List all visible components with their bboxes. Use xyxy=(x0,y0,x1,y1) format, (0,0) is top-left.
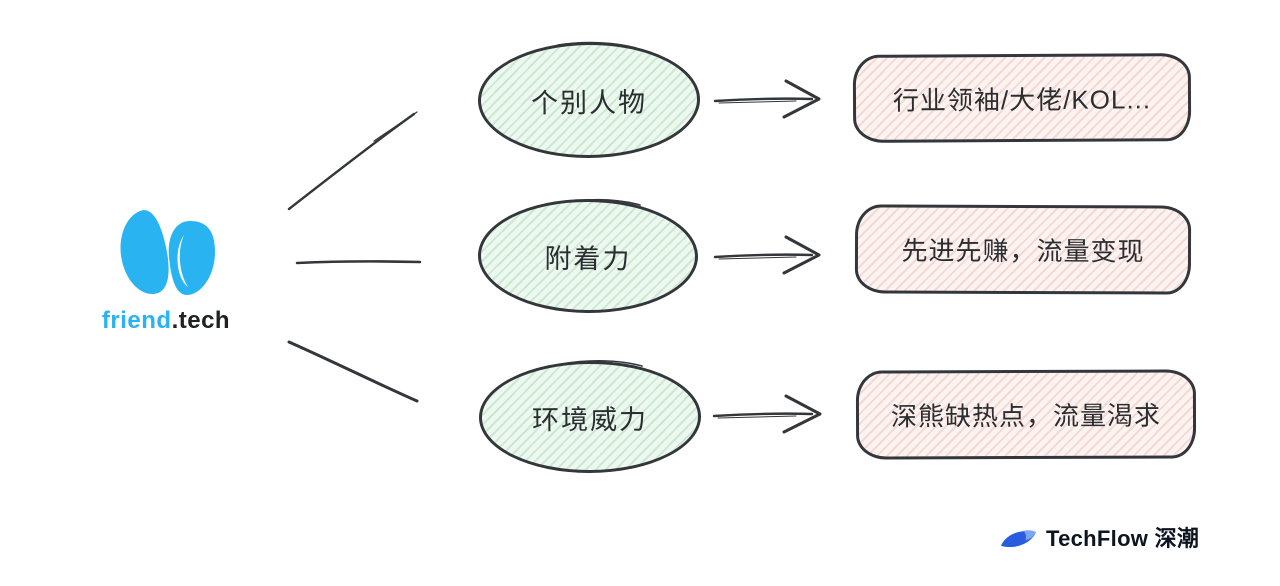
arrow-shaft-1-sketch xyxy=(718,100,797,104)
friendtech-wordmark: friend.tech xyxy=(100,307,232,335)
techflow-leaf-icon xyxy=(1000,530,1037,548)
outcome-label: 行业领袖/大佬/KOL... xyxy=(892,83,1152,116)
connector-line-middle xyxy=(295,260,422,265)
arrow-head-3 xyxy=(782,394,822,434)
arrow-head-2 xyxy=(782,235,821,275)
arrow-shaft-3 xyxy=(712,412,814,418)
node-ellipse-individuals: 个别人物 xyxy=(477,41,701,159)
outcome-label: 深熊缺热点，流量渴求 xyxy=(890,400,1162,432)
friendtech-wordmark-friend: friend xyxy=(101,307,172,334)
node-label: 环境威力 xyxy=(531,404,649,435)
techflow-logo: TechFlow 深潮 xyxy=(1000,521,1199,553)
connector-line-top xyxy=(287,112,416,211)
arrow-shaft-2-sketch xyxy=(718,256,797,260)
outcome-box-kol: 行业领袖/大佬/KOL... xyxy=(852,53,1192,143)
node-ellipse-environment: 环境威力 xyxy=(478,360,702,474)
node-label: 个别人物 xyxy=(530,87,648,118)
arrow-shaft-1 xyxy=(713,97,814,103)
arrow-shaft-3-sketch xyxy=(717,415,797,419)
friendtech-ears-icon xyxy=(120,210,215,295)
outcome-box-bear-market: 深熊缺热点，流量渴求 xyxy=(855,369,1197,460)
friendtech-wordmark-tech: .tech xyxy=(171,307,231,334)
node-label: 附着力 xyxy=(544,243,632,274)
outcome-label: 先进先赚，流量变现 xyxy=(901,235,1145,267)
techflow-wordmark: TechFlow 深潮 xyxy=(1046,526,1200,551)
node-ellipse-stickiness: 附着力 xyxy=(477,198,699,314)
outcome-box-monetization: 先进先赚，流量变现 xyxy=(854,204,1192,295)
arrow-shaft-2 xyxy=(713,253,814,259)
connector-line-bottom xyxy=(287,340,419,403)
arrow-head-1 xyxy=(782,79,821,119)
connector-line-top-sketch xyxy=(373,111,418,142)
